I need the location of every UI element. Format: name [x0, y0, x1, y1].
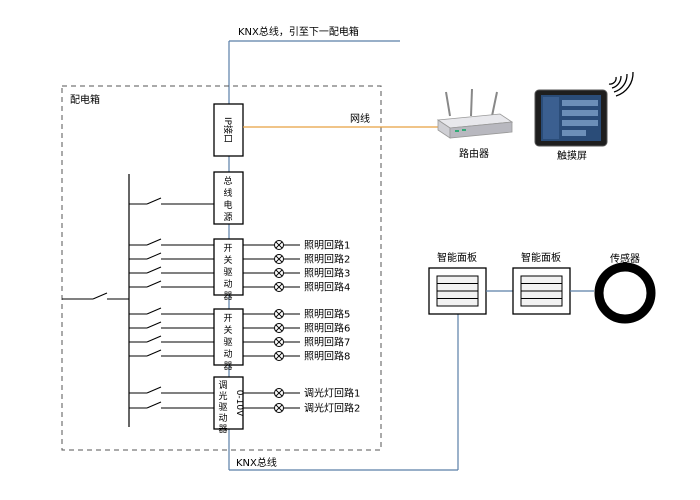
dimming-circuit-2-label: 调光灯回路2 — [304, 402, 360, 415]
lighting-circuit-g2-2-lamp-cross-b — [275, 324, 283, 332]
ip-interface-module — [213, 103, 244, 157]
lighting-circuit-g2-4-label: 照明回路8 — [304, 350, 350, 363]
lighting-circuit-g2-1-breaker — [146, 307, 162, 315]
lighting-circuit-g1-3-label: 照明回路3 — [304, 267, 350, 280]
dimming-circuit-2-breaker — [146, 401, 162, 409]
touchscreen-icon — [534, 89, 608, 147]
dimming-circuit-2-lamp-cross-b — [275, 404, 283, 412]
router-icon — [436, 88, 514, 139]
lighting-circuit-g1-4-lamp-cross-b — [275, 283, 283, 291]
smart-panel-2-icon — [512, 267, 571, 315]
dimming-circuit-1-breaker — [146, 386, 162, 394]
sensor-label: 传感器 — [610, 252, 640, 265]
dimming-voltage-label: 0-10V — [234, 390, 244, 417]
lighting-circuit-g1-1-label: 照明回路1 — [304, 239, 350, 252]
smart-panel-1-label: 智能面板 — [437, 251, 477, 264]
lighting-circuit-g1-2-label: 照明回路2 — [304, 253, 350, 266]
switch-actuator-1 — [213, 238, 244, 296]
top-bus-label: KNX总线，引至下一配电箱 — [238, 25, 359, 38]
power-supply-branch — [129, 197, 214, 205]
smart-panel-1-icon — [428, 267, 487, 315]
lighting-circuit-g1-3-lamp-cross-b — [275, 269, 283, 277]
distribution-cabinet — [61, 85, 382, 451]
lighting-circuit-g2-2-label: 照明回路6 — [304, 322, 350, 335]
lighting-circuit-g1-4-label: 照明回路4 — [304, 281, 350, 294]
dimming-actuator-label: 调光驱动器 — [218, 380, 227, 435]
lighting-circuit-g2-3-lamp-cross-b — [275, 338, 283, 346]
smart-panel-2-label: 智能面板 — [521, 251, 561, 264]
dimming-actuator — [213, 376, 244, 430]
lighting-circuit-g2-2-breaker — [146, 321, 162, 329]
lighting-circuit-g1-1-breaker — [146, 238, 162, 246]
network-cable-label: 网线 — [350, 112, 370, 125]
switch-actuator-2 — [213, 308, 244, 366]
power-supply-module — [213, 171, 244, 225]
switch-actuator-1-label: 开关驱动器 — [223, 243, 232, 302]
lighting-circuit-g2-1-lamp-cross-b — [275, 310, 283, 318]
dimming-circuit-1-lamp-cross-b — [275, 389, 283, 397]
dimming-circuit-1-label: 调光灯回路1 — [304, 387, 360, 400]
cabinet-label: 配电箱 — [70, 93, 100, 106]
lighting-circuit-g2-4-breaker — [146, 349, 162, 357]
router-label: 路由器 — [459, 147, 489, 160]
lighting-circuit-g2-1-label: 照明回路5 — [304, 308, 350, 321]
lighting-circuit-g2-4-lamp-cross-b — [275, 352, 283, 360]
touchscreen-label: 触摸屏 — [557, 149, 587, 162]
lighting-circuit-g2-3-label: 照明回路7 — [304, 336, 350, 349]
bottom-bus-label: KNX总线 — [236, 456, 277, 469]
lighting-circuit-g1-2-lamp-cross-b — [275, 255, 283, 263]
ip-interface-label: IP接口 — [222, 117, 234, 143]
lighting-circuit-g1-4-breaker — [146, 280, 162, 288]
lighting-circuit-g1-2-breaker — [146, 252, 162, 260]
lighting-circuit-g1-1-lamp-cross-b — [275, 241, 283, 249]
main-breaker — [92, 292, 108, 300]
switch-actuator-2-label: 开关驱动器 — [223, 313, 232, 372]
sensor-icon — [594, 262, 656, 324]
lighting-circuit-g1-3-breaker — [146, 266, 162, 274]
lighting-circuit-g2-3-breaker — [146, 335, 162, 343]
power-supply-label: 总线电源 — [223, 175, 232, 223]
wireless-signal-icon — [608, 71, 634, 97]
